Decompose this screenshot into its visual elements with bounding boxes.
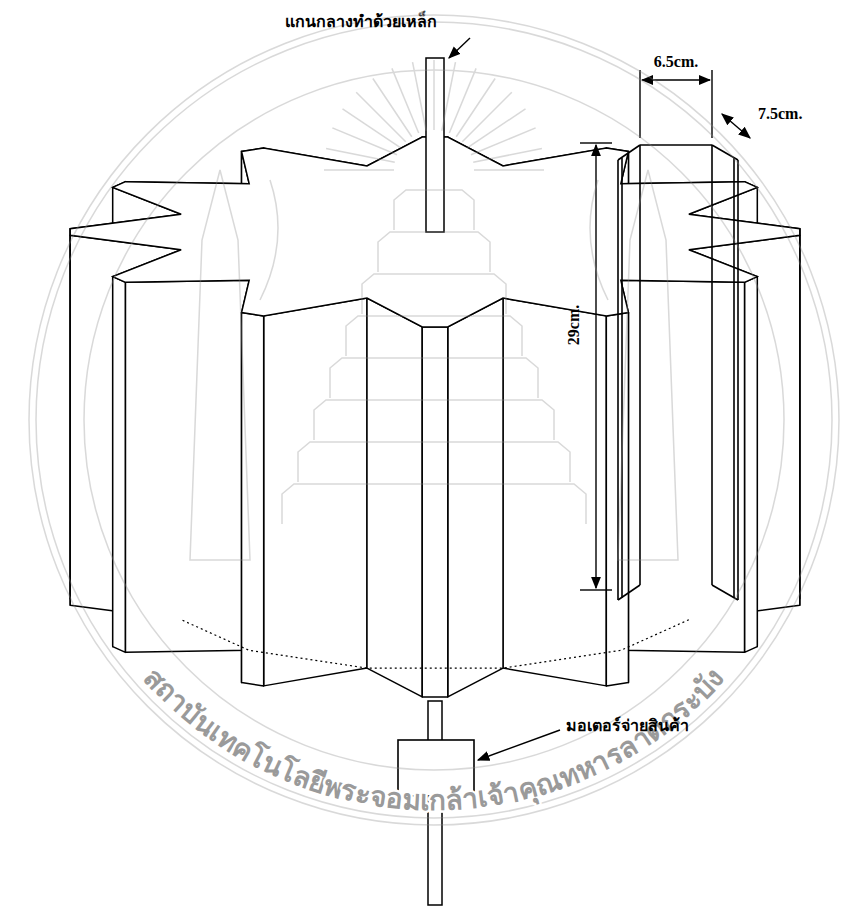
blade-face	[242, 313, 264, 686]
seal-ray	[449, 68, 476, 133]
blade-edge	[621, 158, 623, 598]
seal-ring	[36, 22, 832, 818]
blade-face	[745, 277, 758, 653]
seal-pagoda	[362, 274, 506, 314]
extension-line	[580, 589, 612, 590]
dimension-label: 7.5cm.	[758, 104, 802, 123]
leader-arrow	[478, 730, 560, 760]
seal-ray	[433, 60, 435, 130]
blade-detail	[618, 145, 738, 600]
seal-ray	[326, 149, 395, 163]
blade-face	[125, 280, 249, 652]
seal-tower	[190, 170, 250, 560]
seal-ring	[29, 15, 839, 825]
seal-pagoda	[314, 400, 554, 440]
seal-ray	[392, 68, 419, 133]
extension-line	[580, 142, 612, 143]
dimension-label: 6.5cm.	[654, 52, 698, 71]
dimension-lines	[449, 38, 750, 760]
seal-pagoda	[330, 358, 538, 398]
flange-edge	[618, 585, 640, 600]
seal-ray	[413, 62, 427, 131]
flange-edge	[712, 585, 738, 600]
blade-face	[264, 298, 367, 686]
seal-ray	[473, 149, 542, 163]
blade-face	[503, 298, 606, 686]
seal-emblem	[29, 15, 839, 825]
seal-pagoda	[298, 442, 570, 482]
seal-ray	[324, 169, 394, 171]
flange-edge	[618, 145, 640, 160]
seal-pagoda	[346, 316, 522, 356]
blade-face	[113, 277, 126, 653]
dimension-arrow	[595, 145, 596, 588]
steel-shaft	[426, 58, 444, 232]
drum-body	[70, 58, 800, 905]
callout-label: แกนกลางทำด้วยเหล็ก	[285, 12, 437, 31]
seal-ray	[471, 128, 536, 155]
seal-flame	[590, 180, 608, 300]
dimension-arrow	[722, 114, 750, 138]
seal-ray	[373, 79, 412, 137]
seal-ray	[442, 62, 456, 131]
blade-edge	[733, 158, 735, 598]
blade-face	[422, 327, 448, 697]
blade-edge	[711, 145, 713, 585]
seal-pagoda	[394, 190, 474, 230]
extension-line	[711, 70, 712, 138]
dimension-label: 29cm.	[564, 305, 583, 345]
seal-tower	[618, 170, 678, 560]
seal-flame	[260, 180, 278, 300]
watermark-text: สถาบันเทคโนโลยีพระจอมเกล้าเจ้าคุณทหารลาด…	[137, 661, 731, 817]
seal-ray	[474, 169, 544, 171]
seal-ray	[332, 128, 397, 155]
callout-label: มอเตอร์จ่ายสินค้า	[566, 716, 689, 735]
seal-pagoda	[282, 484, 586, 524]
leader-arrow	[449, 38, 470, 58]
watermark-text: สถาบันเทคโนโลยีพระจอมเกล้าเจ้าคุณทหารลาด…	[137, 661, 731, 817]
seal-pagoda	[378, 232, 490, 272]
hidden-edge	[181, 620, 689, 668]
seal-ray	[467, 109, 525, 148]
blade-edge	[737, 160, 739, 600]
blade-edge	[639, 145, 641, 585]
seal-ring	[84, 70, 784, 770]
